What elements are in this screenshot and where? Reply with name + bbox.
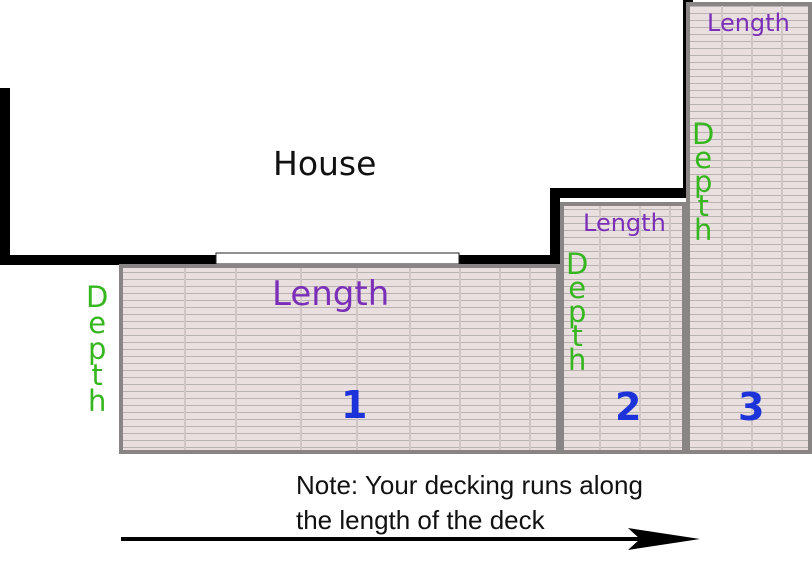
depth-letter: e xyxy=(568,271,587,305)
deck-3-joists xyxy=(721,6,783,450)
deck-1-joists xyxy=(184,268,531,450)
depth-letter: D xyxy=(86,280,109,314)
section-2-number: 2 xyxy=(615,385,642,429)
depth-letter: p xyxy=(693,165,713,199)
depth-letter: t xyxy=(697,189,709,223)
house-door xyxy=(215,252,460,265)
decking-direction-arrow xyxy=(121,528,700,550)
depth-letter: h xyxy=(87,384,107,418)
decking-note-line-1: Note: Your decking runs along xyxy=(296,470,643,500)
deck-2-joists xyxy=(599,206,671,450)
depth-letter: h xyxy=(693,213,713,247)
house-label: House xyxy=(273,144,377,183)
deck-section-2 xyxy=(560,202,686,454)
depth-letter: e xyxy=(88,306,107,340)
depth-letter: D xyxy=(692,117,715,151)
section-2-length-label: Length xyxy=(583,209,666,237)
depth-letter: p xyxy=(87,332,107,366)
decking-note-line-2: the length of the deck xyxy=(296,505,545,535)
depth-letter: h xyxy=(567,343,587,377)
deck-section-3 xyxy=(686,2,812,454)
section-3-length-label: Length xyxy=(707,9,790,37)
depth-letter: e xyxy=(694,141,713,175)
depth-letter: t xyxy=(571,319,583,353)
depth-letter: p xyxy=(567,295,587,329)
depth-letter: D xyxy=(566,247,589,281)
decking-note: Note: Your decking runs along the length… xyxy=(296,468,716,538)
depth-letter: t xyxy=(91,358,103,392)
section-1-number: 1 xyxy=(341,383,368,427)
section-1-length-label: Length xyxy=(272,274,390,314)
section-3-number: 3 xyxy=(738,385,765,429)
deck-section-1 xyxy=(119,264,560,454)
